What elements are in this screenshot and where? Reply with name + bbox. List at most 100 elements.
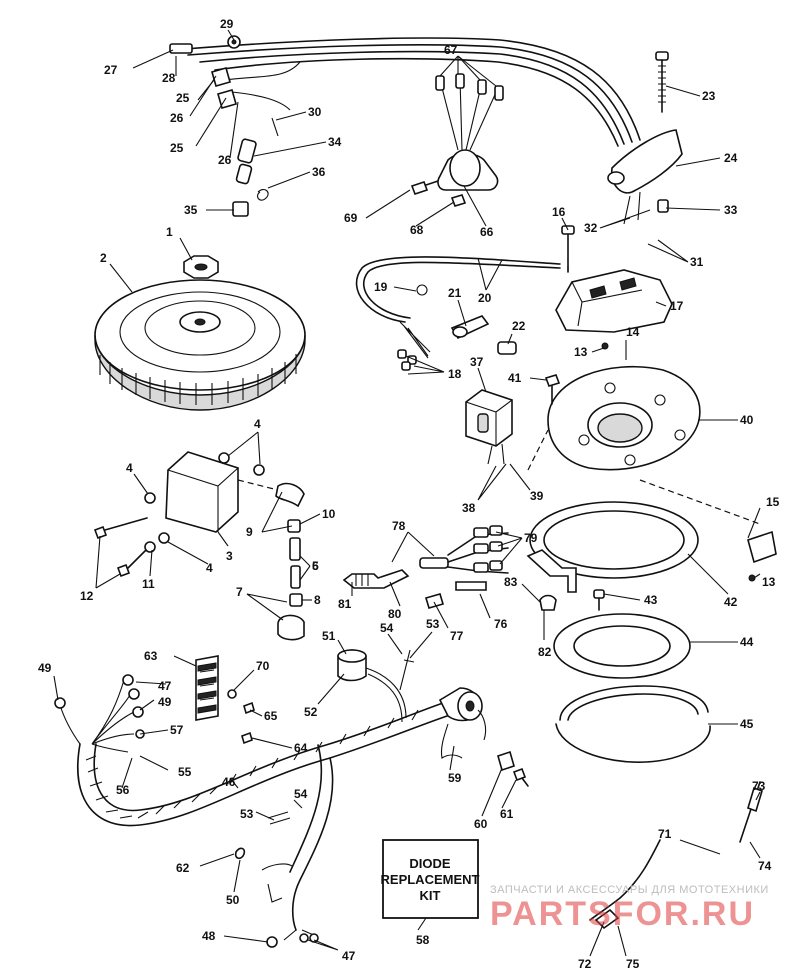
callout-20: 20	[478, 291, 492, 305]
callout-83: 83	[504, 575, 518, 589]
callout-68: 68	[410, 223, 424, 237]
callout-64: 64	[294, 741, 308, 755]
callout-26a: 26	[170, 111, 184, 125]
callout-45: 45	[740, 717, 754, 731]
callout-33: 33	[724, 203, 738, 217]
plug-lead-parts	[277, 519, 305, 641]
callout-14: 14	[626, 325, 640, 339]
callout-4b: 4	[126, 461, 133, 475]
callout-37: 37	[470, 355, 484, 369]
leader-lines	[53, 29, 761, 957]
callout-36: 36	[312, 165, 326, 179]
main-harness-46	[54, 649, 529, 948]
callout-4c: 4	[206, 561, 213, 575]
watermark-line-1: ЗАПЧАСТИ И АКСЕССУАРЫ ДЛЯ МОТОТЕХНИКИ	[490, 884, 769, 896]
callout-8: 8	[314, 593, 321, 607]
callout-39: 39	[530, 489, 544, 503]
callout-16: 16	[552, 205, 566, 219]
callout-3: 3	[226, 549, 233, 563]
callout-7: 7	[236, 585, 243, 599]
callout-21: 21	[448, 286, 462, 300]
callout-35: 35	[184, 203, 198, 217]
rectifier-assembly	[410, 73, 504, 207]
kit-box-line-1: DIODE	[409, 856, 451, 871]
callout-19: 19	[374, 280, 388, 294]
callout-71: 71	[658, 827, 672, 841]
callout-56: 56	[116, 783, 130, 797]
callout-25b: 25	[170, 141, 184, 155]
kit-box-line-2: REPLACEMENT	[381, 872, 480, 887]
callout-67: 67	[444, 43, 458, 57]
callout-47b: 47	[342, 949, 356, 963]
callout-82: 82	[538, 645, 552, 659]
callout-1: 1	[166, 225, 173, 239]
callout-73: 73	[752, 779, 766, 793]
callout-49b: 49	[158, 695, 172, 709]
callout-2: 2	[100, 251, 107, 265]
callout-24: 24	[724, 151, 738, 165]
callout-38: 38	[462, 501, 476, 515]
callout-48: 48	[202, 929, 216, 943]
callout-66: 66	[480, 225, 494, 239]
callout-27: 27	[104, 63, 118, 77]
callout-11: 11	[142, 577, 155, 591]
callout-42: 42	[724, 595, 738, 609]
callout-41: 41	[508, 371, 522, 385]
callout-61: 61	[500, 807, 514, 821]
top-wire-harness	[169, 35, 641, 217]
callout-47a: 47	[158, 679, 172, 693]
parts-artwork: DIODE REPLACEMENT KIT	[54, 35, 777, 948]
screw-23	[655, 51, 669, 113]
power-pack-24	[607, 129, 683, 225]
watermark: ЗАПЧАСТИ И АКСЕССУАРЫ ДЛЯ МОТОТЕХНИКИ PA…	[490, 884, 769, 933]
callout-32: 32	[584, 221, 598, 235]
callout-63: 63	[144, 649, 158, 663]
wire-loop-20	[355, 256, 561, 371]
callout-57: 57	[170, 723, 184, 737]
callout-46: 46	[222, 775, 236, 789]
callout-13b: 13	[762, 575, 776, 589]
callout-13a: 13	[574, 345, 588, 359]
callout-26b: 26	[218, 153, 232, 167]
callout-59: 59	[448, 771, 462, 785]
callout-18: 18	[448, 367, 462, 381]
callout-28: 28	[162, 71, 176, 85]
callout-31: 31	[690, 255, 704, 269]
callout-53a: 53	[426, 617, 440, 631]
callout-60: 60	[474, 817, 488, 831]
callout-15: 15	[766, 495, 780, 509]
callout-12: 12	[80, 589, 94, 603]
callout-29: 29	[220, 17, 234, 31]
rings-and-hardware	[526, 342, 777, 763]
callout-75: 75	[626, 957, 640, 971]
callout-72: 72	[578, 957, 592, 971]
callout-10: 10	[322, 507, 336, 521]
callout-54b: 54	[294, 787, 308, 801]
callout-49a: 49	[38, 661, 52, 675]
callout-17: 17	[670, 299, 684, 313]
spark-plug-assembly	[342, 525, 509, 609]
callout-78: 78	[392, 519, 406, 533]
callout-79: 79	[524, 531, 538, 545]
callout-4a: 4	[254, 417, 261, 431]
callout-58: 58	[416, 933, 430, 947]
callout-81: 81	[338, 597, 352, 611]
callout-77: 77	[450, 629, 464, 643]
callout-55: 55	[178, 765, 192, 779]
callout-80: 80	[388, 607, 402, 621]
callout-6: 6	[312, 559, 319, 573]
watermark-line-2: PARTSFOR.RU	[490, 895, 755, 933]
callout-5: 5	[312, 559, 319, 573]
callout-50: 50	[226, 893, 240, 907]
callout-69: 69	[344, 211, 358, 225]
callout-22: 22	[512, 319, 526, 333]
callout-76: 76	[494, 617, 508, 631]
callout-51: 51	[322, 629, 336, 643]
terminal-block-63	[195, 655, 255, 745]
charge-coil-37	[465, 389, 513, 465]
callout-53b: 53	[240, 807, 254, 821]
callout-54a: 54	[380, 621, 394, 635]
kit-box-line-3: KIT	[420, 888, 441, 903]
callout-9: 9	[246, 525, 253, 539]
